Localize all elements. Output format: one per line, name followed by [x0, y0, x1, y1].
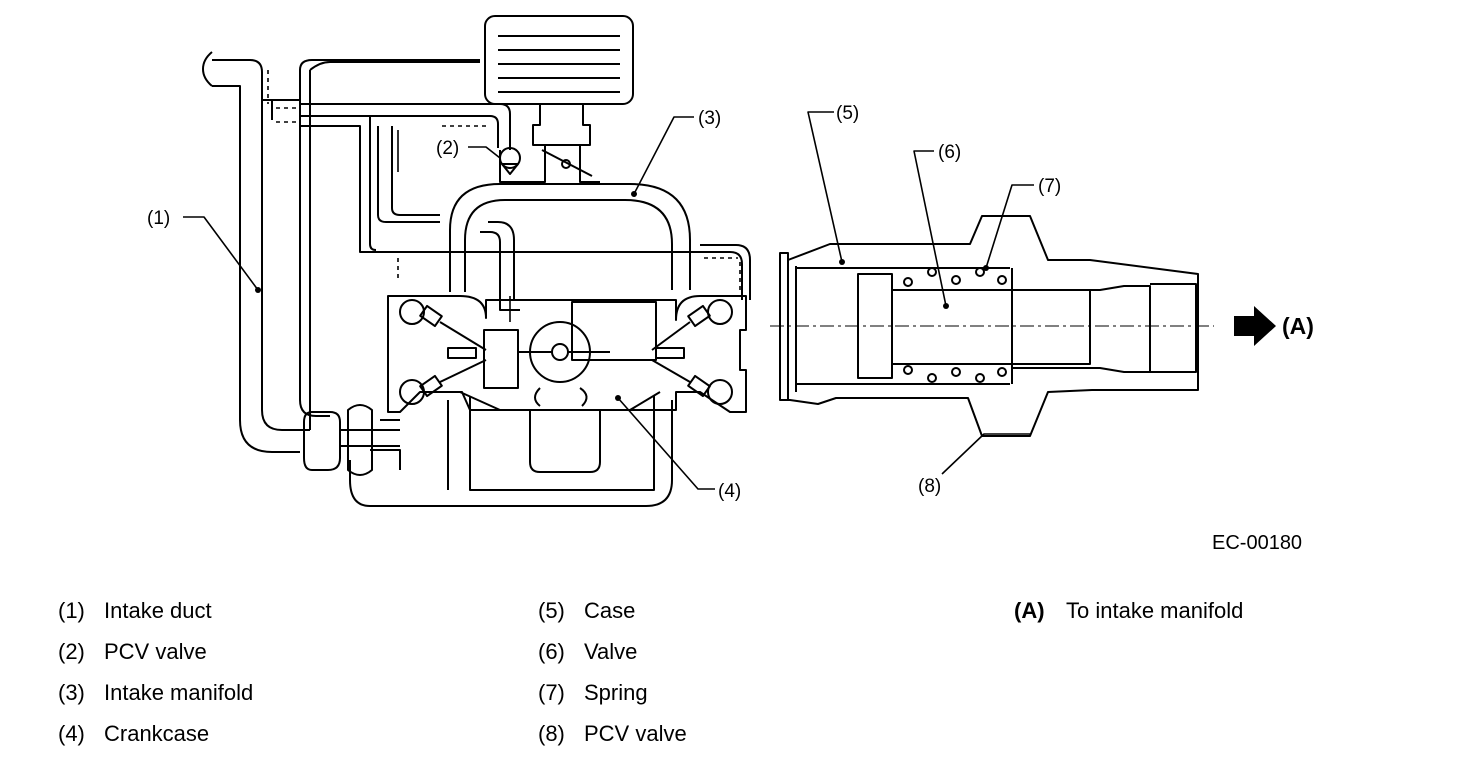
legend-number: (8) [538, 720, 565, 746]
callout-3: (3) [698, 108, 721, 129]
callout-4: (4) [718, 481, 741, 502]
legend-number: (1) [58, 597, 85, 623]
legend-number: (5) [538, 597, 565, 623]
legend-number: (2) [58, 638, 85, 664]
flow-direction-arrow [1234, 306, 1276, 346]
engine-schematic [202, 15, 751, 507]
legend-column-3: (A) To intake manifold [1014, 590, 1243, 631]
pcv-system-diagram: (1) (2) (3) (4) (5) (6) (7) (8) (A) EC-0… [147, 15, 1314, 554]
legend-item: (8) PCV valve [538, 713, 687, 754]
intake-duct [212, 59, 301, 420]
legend-number: (6) [538, 638, 565, 664]
legend-label: Case [584, 597, 636, 623]
legend-item: (6) Valve [538, 631, 687, 672]
callout-2: (2) [436, 138, 459, 159]
legend-label: Spring [584, 679, 648, 705]
legend-item: (1) Intake duct [58, 590, 253, 631]
legend-number: (A) [1014, 597, 1045, 623]
legend-item: (7) Spring [538, 672, 687, 713]
callout-8: (8) [918, 476, 941, 497]
legend-number: (4) [58, 720, 85, 746]
pcv-valve-case [779, 215, 1199, 437]
legend-item: (A) To intake manifold [1014, 590, 1243, 631]
legend-item: (4) Crankcase [58, 713, 253, 754]
legend-label: Intake duct [104, 597, 212, 623]
pcv-spring [903, 267, 1007, 383]
intake-manifold [449, 183, 691, 290]
callout-7: (7) [1038, 176, 1061, 197]
legend-number: (7) [538, 679, 565, 705]
legend-label: PCV valve [104, 638, 207, 664]
flow-arrow-label: (A) [1282, 313, 1314, 339]
legend-label: Valve [584, 638, 638, 664]
figure-code: EC-00180 [1212, 532, 1302, 554]
callout-6: (6) [938, 142, 961, 163]
legend-label: Intake manifold [104, 679, 254, 705]
callout-5: (5) [836, 103, 859, 124]
engine-block [387, 295, 747, 413]
legend-item: (5) Case [538, 590, 687, 631]
leader-lines [183, 111, 1034, 490]
legend-item: (3) Intake manifold [58, 672, 253, 713]
crankcase [459, 391, 661, 473]
legend-label: Crankcase [104, 720, 210, 746]
legend-column-1: (1) Intake duct (2) PCV valve (3) Intake ma… [58, 590, 253, 754]
legend-column-2: (5) Case (6) Valve (7) Spring (8) PCV valve [538, 590, 687, 754]
legend-label: To intake manifold [1066, 597, 1244, 623]
legend-label: PCV valve [584, 720, 687, 746]
air-cleaner-box [484, 15, 634, 105]
pcv-valve-section [770, 215, 1276, 437]
legend-number: (3) [58, 679, 85, 705]
legend-item: (2) PCV valve [58, 631, 253, 672]
callout-1: (1) [147, 208, 170, 229]
